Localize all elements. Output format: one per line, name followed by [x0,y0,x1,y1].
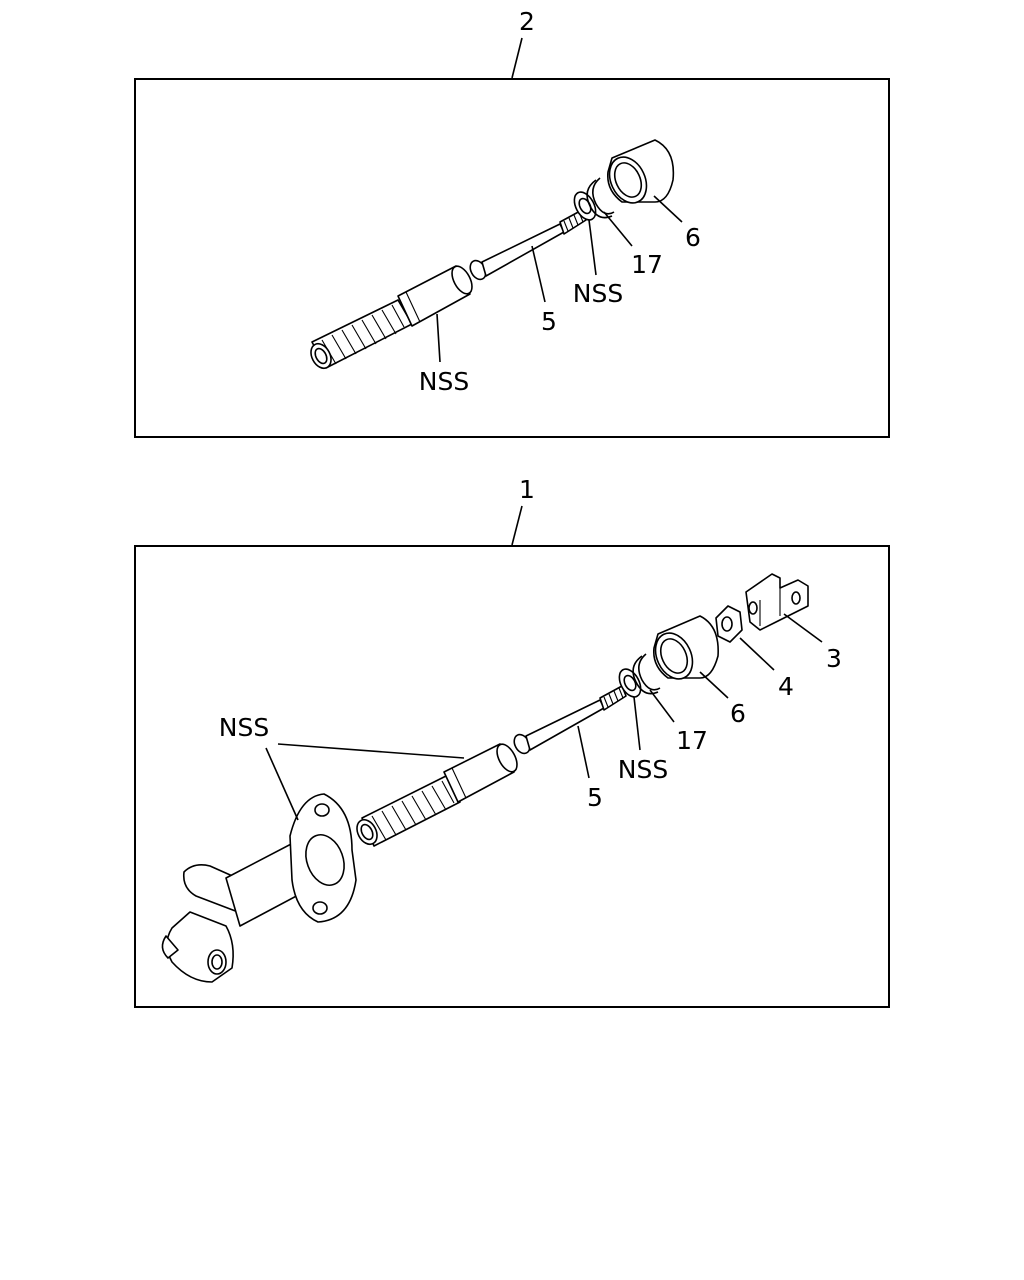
lock-nut [715,605,743,643]
piston-sleeve-1 [443,743,518,803]
leader-bushing-1 [699,671,729,699]
bellows-boot-1 [356,775,461,847]
push-rod [469,209,587,281]
leader-rod-2 [531,245,546,303]
cylinder-housing [161,793,357,983]
leader-nut [739,637,775,671]
clevis-yoke [745,573,809,631]
retaining-clip [586,177,615,219]
push-rod-1 [513,685,627,755]
leader-bushing-2 [653,195,683,223]
label-bushing-2: 6 [685,223,701,252]
label-nss-washer-2: NSS [573,279,623,308]
label-nss-body-1: NSS [219,713,269,742]
leader-clip-2 [603,211,633,247]
leader-nss-body-sleeve [277,743,465,759]
leader-clip-1 [649,689,675,723]
label-clevis: 3 [826,644,842,673]
assembly-1: 1 [134,475,890,1008]
bushing [606,139,675,204]
label-nss-bellows-2: NSS [419,367,469,396]
label-rod-1: 5 [587,783,603,812]
leader-nss-washer-2 [588,219,597,276]
washer [573,191,597,221]
label-clip-2: 17 [631,250,663,279]
assembly-2-frame [134,78,890,438]
leader-nss-bellows-2 [436,313,441,363]
assembly-2: 2 [134,7,890,438]
assembly-1-leader [511,505,523,546]
bushing-1 [652,615,719,680]
assembly-1-frame [134,545,890,1008]
cylinder-body [397,265,473,327]
bellows-boot [310,299,413,370]
assembly-2-callout: 2 [519,7,535,36]
label-rod-2: 5 [541,307,557,336]
label-nut: 4 [778,672,794,701]
leader-clevis [783,613,823,643]
assembly-1-callout: 1 [519,475,535,504]
leader-nss-washer-1 [633,696,641,751]
leader-nss-body-housing [265,747,299,821]
retaining-clip-1 [632,653,661,695]
label-nss-washer-1: NSS [618,755,668,784]
assembly-2-leader [511,37,523,79]
washer-1 [618,668,642,698]
label-clip-1: 17 [676,726,708,755]
label-bushing-1: 6 [730,699,746,728]
leader-rod-1 [577,725,590,779]
